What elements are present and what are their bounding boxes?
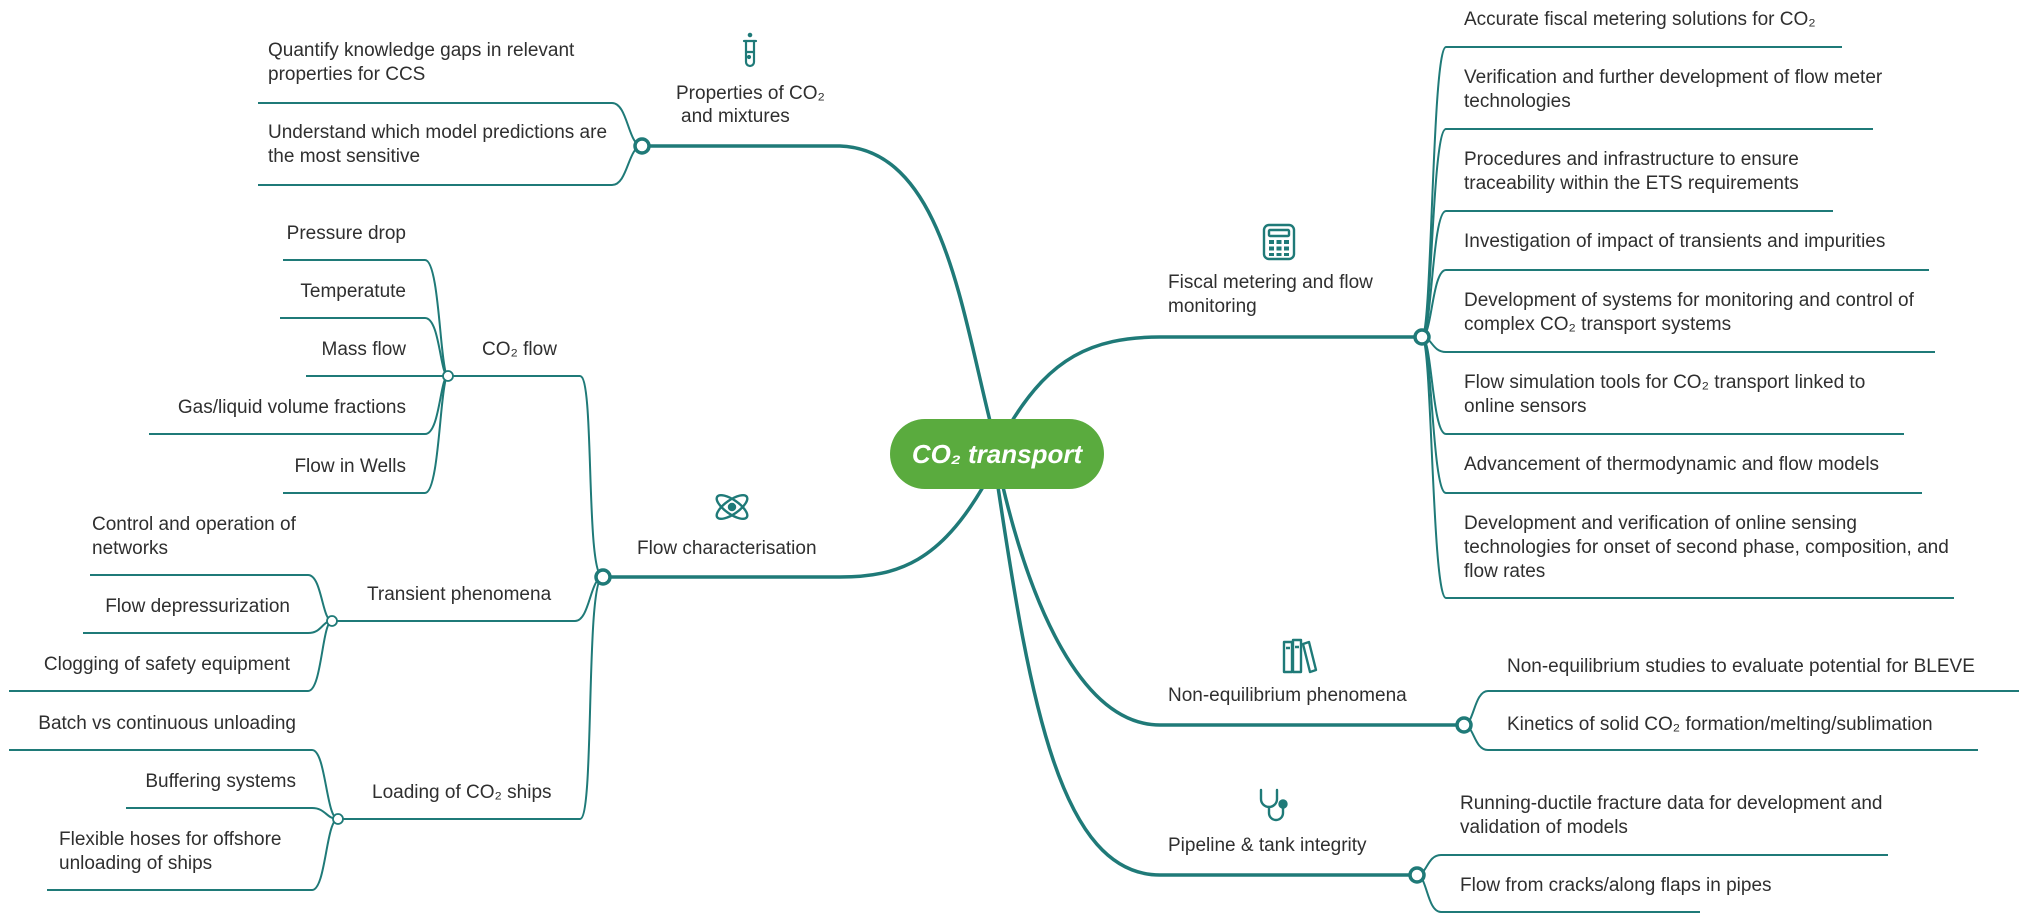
leaf-flexible-hoses[interactable]: Flexible hoses for offshore unloading of… [59, 829, 282, 874]
branch-line-nonequilibrium [1001, 486, 1464, 727]
leaf-buffering-systems[interactable]: Buffering systems [145, 771, 296, 792]
node-transient [326, 615, 338, 627]
sub-branch-loading[interactable]: Loading of CO₂ ships [372, 782, 552, 803]
leaf-fiscal-8[interactable]: Development and verification of online s… [1464, 513, 1949, 582]
leaf-fiscal-6[interactable]: Flow simulation tools for CO₂ transport … [1464, 372, 1866, 417]
leaf-flow-in-wells[interactable]: Flow in Wells [294, 456, 406, 477]
leaf-pressure-drop[interactable]: Pressure drop [286, 223, 406, 244]
branch-label-pipeline[interactable]: Pipeline & tank integrity [1168, 835, 1367, 856]
node-fiscal [1413, 328, 1431, 346]
node-flow [594, 568, 612, 586]
branch-line-fiscal [1010, 335, 1422, 422]
leaf-fiscal-5[interactable]: Development of systems for monitoring an… [1464, 290, 1914, 335]
leaf-fiscal-3[interactable]: Procedures and infrastructure to ensure … [1464, 149, 1799, 194]
branch-line-flow [603, 486, 985, 579]
leaf-properties-2[interactable]: Understand which model predictions are t… [268, 122, 608, 167]
properties-label-line2: and mixtures [681, 106, 790, 127]
root-node[interactable]: CO₂ transport [890, 419, 1104, 489]
main-branches [603, 144, 1464, 877]
sub-branch-co2-flow[interactable]: CO₂ flow [482, 339, 557, 360]
leaf-nonequilibrium-2[interactable]: Kinetics of solid CO₂ formation/melting/… [1507, 714, 1933, 735]
calculator-icon [1262, 223, 1296, 261]
leaf-gas-liquid-fractions[interactable]: Gas/liquid volume fractions [177, 397, 406, 418]
leaf-temperatute[interactable]: Temperatute [300, 281, 406, 302]
node-properties [633, 137, 651, 155]
leaf-batch-unloading[interactable]: Batch vs continuous unloading [38, 713, 296, 734]
branch-label-fiscal[interactable]: Fiscal metering and flow monitoring [1168, 272, 1373, 317]
branch-label-flow[interactable]: Flow characterisation [637, 538, 817, 559]
leaf-pipeline-1[interactable]: Running-ductile fracture data for develo… [1460, 793, 1883, 838]
leaf-fiscal-2[interactable]: Verification and further development of … [1464, 67, 1883, 112]
root-label: CO₂ transport [911, 438, 1083, 469]
test-tube-icon [742, 32, 758, 68]
leaf-control-networks[interactable]: Control and operation of networks [92, 514, 296, 559]
branch-label-properties-2: and mixtures [681, 105, 790, 129]
sub-branch-transient[interactable]: Transient phenomena [367, 584, 552, 605]
branch-line-pipeline [996, 486, 1417, 877]
branch-label-nonequilibrium[interactable]: Non-equilibrium phenomena [1168, 685, 1407, 706]
node-co2-flow [442, 370, 454, 382]
node-pipeline [1408, 866, 1426, 884]
leaf-nonequilibrium-1[interactable]: Non-equilibrium studies to evaluate pote… [1507, 656, 1975, 677]
stethoscope-icon [1259, 788, 1288, 822]
properties-label-line1: Properties of CO₂ [676, 83, 825, 104]
leaf-pipeline-2[interactable]: Flow from cracks/along flaps in pipes [1460, 875, 1772, 896]
books-icon [1282, 638, 1318, 674]
branch-line-properties [642, 144, 992, 422]
atom-icon [715, 493, 749, 521]
leaf-mass-flow[interactable]: Mass flow [321, 339, 406, 360]
leaf-fiscal-7[interactable]: Advancement of thermodynamic and flow mo… [1464, 454, 1880, 475]
leaf-flow-depressurization[interactable]: Flow depressurization [105, 596, 290, 617]
leaf-fiscal-1[interactable]: Accurate fiscal metering solutions for C… [1464, 9, 1816, 30]
leaf-properties-1[interactable]: Quantify knowledge gaps in relevant prop… [268, 40, 575, 85]
leaf-fiscal-4[interactable]: Investigation of impact of transients an… [1464, 231, 1886, 252]
node-loading [332, 813, 344, 825]
branch-label-properties[interactable]: Properties of CO₂ [676, 82, 825, 106]
connector-nodes [326, 137, 1473, 884]
leaf-clogging[interactable]: Clogging of safety equipment [43, 654, 290, 675]
node-nonequilibrium [1455, 716, 1473, 734]
